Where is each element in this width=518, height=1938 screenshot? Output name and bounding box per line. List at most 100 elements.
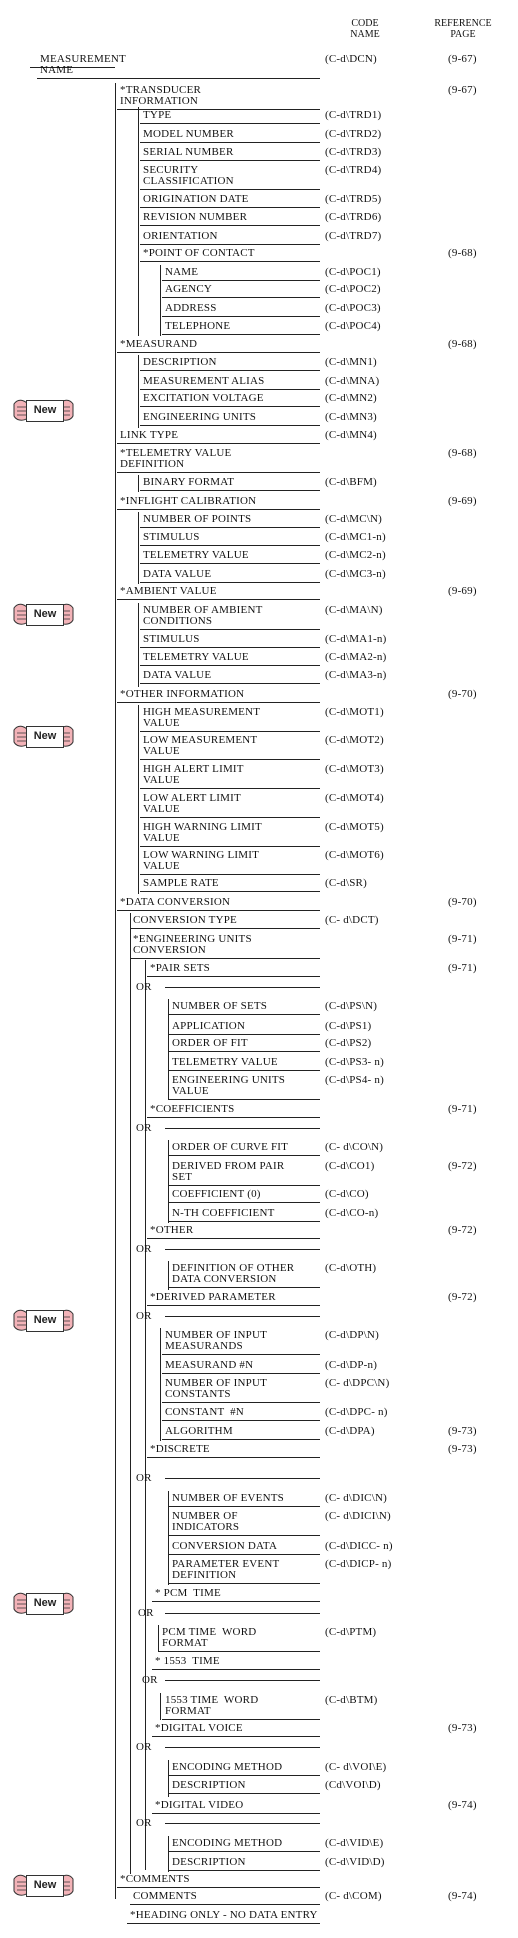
code-name: (C-d\MA3-n) <box>325 669 387 681</box>
code-name: (C-d\TRD1) <box>325 109 382 121</box>
code-name: (C-d\MOT3) <box>325 763 384 775</box>
code-name: (C- d\VOI\E) <box>325 1761 387 1773</box>
row-underline <box>169 1202 320 1203</box>
row-underline <box>117 1887 320 1888</box>
code-name: (C-d\CO-n) <box>325 1207 379 1219</box>
row-underline <box>140 160 320 161</box>
row-underline <box>169 1583 320 1584</box>
code-name: (C-d\PS4- n) <box>325 1074 384 1086</box>
attribute-label: *COEFFICIENTS <box>150 1103 235 1115</box>
code-name: (C-d\MNA) <box>325 375 380 387</box>
attribute-label: DESCRIPTION <box>172 1779 246 1791</box>
code-name: (C-d\MOT4) <box>325 792 384 804</box>
row-underline <box>140 759 320 760</box>
attribute-label: *HEADING ONLY - NO DATA ENTRY <box>130 1909 318 1921</box>
attribute-label: *DATA CONVERSION <box>120 896 231 908</box>
code-name: (C-d\PS\N) <box>325 1000 378 1012</box>
row-underline <box>37 78 320 79</box>
attribute-label: ORIENTATION <box>143 230 218 242</box>
row-underline <box>159 1651 320 1652</box>
row-underline <box>117 599 320 600</box>
row-underline <box>140 123 320 124</box>
attribute-label: *DERIVED PARAMETER <box>150 1291 276 1303</box>
row-underline <box>147 1238 320 1239</box>
attribute-label: DATA VALUE <box>143 568 212 580</box>
code-name: (C-d\POC3) <box>325 302 381 314</box>
attribute-label: *TELEMETRY VALUE DEFINITION <box>120 447 232 470</box>
code-name: (C-d\PS2) <box>325 1037 372 1049</box>
sign-card <box>26 400 64 422</box>
row-underline <box>162 334 320 335</box>
or-separator-line <box>165 1747 320 1748</box>
code-name: (C-d\PTM) <box>325 1626 377 1638</box>
attribute-label: ALGORITHM <box>165 1425 233 1437</box>
tree-branch-line <box>115 83 116 1899</box>
or-separator-line <box>165 1128 320 1129</box>
or-separator-line <box>165 1613 320 1614</box>
reference-page: (9-67) <box>448 84 477 96</box>
attribute-label: SECURITY CLASSIFICATION <box>143 164 234 187</box>
attribute-label: TYPE <box>143 109 172 121</box>
code-name: (C-d\SR) <box>325 877 367 889</box>
or-separator-line <box>165 1249 320 1250</box>
attribute-label: ADDRESS <box>165 302 217 314</box>
row-underline <box>130 958 320 959</box>
attribute-label: NAME <box>165 266 199 278</box>
code-name: (C-d\VID\E) <box>325 1837 384 1849</box>
attribute-label: MEASUREMENT ALIAS <box>143 375 265 387</box>
attribute-label: AGENCY <box>165 283 213 295</box>
code-name: (C-d\TRD6) <box>325 211 382 223</box>
code-name: (C-d\MC1-n) <box>325 531 386 543</box>
attribute-label: *PAIR SETS <box>150 962 210 974</box>
row-underline <box>117 109 320 110</box>
code-name: (C-d\PS3- n) <box>325 1056 384 1068</box>
attribute-label: SAMPLE RATE <box>143 877 219 889</box>
row-underline <box>169 1221 320 1222</box>
attribute-label: TELEMETRY VALUE <box>172 1056 278 1068</box>
row-underline <box>140 846 320 847</box>
attribute-label: *INFLIGHT CALIBRATION <box>120 495 257 507</box>
attribute-label: ENGINEERING UNITS VALUE <box>172 1074 286 1097</box>
tree-branch-line <box>168 1140 169 1223</box>
reference-page: (9-73) <box>448 1425 477 1437</box>
code-name: (C-d\POC2) <box>325 283 381 295</box>
attribute-label: *TRANSDUCER INFORMATION <box>120 84 202 107</box>
attribute-label: ENCODING METHOD <box>172 1837 283 1849</box>
code-name: (C- d\DIC\N) <box>325 1492 387 1504</box>
new-badge: New <box>12 1865 75 1905</box>
attribute-label: LOW WARNING LIMIT VALUE <box>143 849 260 872</box>
row-underline <box>140 244 320 245</box>
tree-branch-line <box>168 1760 169 1797</box>
row-underline <box>169 1155 320 1156</box>
row-underline <box>140 788 320 789</box>
row-underline <box>117 702 320 703</box>
row-underline <box>169 1870 320 1871</box>
code-name: (C-d\DCN) <box>325 53 377 65</box>
attribute-label: COEFFICIENT (0) <box>172 1188 261 1200</box>
row-underline <box>147 1305 320 1306</box>
row-underline <box>169 1070 320 1071</box>
new-label: New <box>33 608 57 620</box>
or-label: OR <box>136 1817 152 1829</box>
code-name: (C-d\POC1) <box>325 266 381 278</box>
row-underline <box>140 817 320 818</box>
code-name: (C-d\PS1) <box>325 1020 372 1032</box>
attribute-label: LOW ALERT LIMIT VALUE <box>143 792 241 815</box>
reference-page: (9-67) <box>448 53 477 65</box>
row-underline <box>169 1535 320 1536</box>
code-name: (C- d\DCT) <box>325 914 379 926</box>
code-name: (C-d\TRD3) <box>325 146 382 158</box>
root-underline <box>30 67 115 68</box>
row-underline <box>140 545 320 546</box>
code-name: (C-d\BTM) <box>325 1694 378 1706</box>
or-label: OR <box>136 981 152 993</box>
new-label: New <box>33 1597 57 1609</box>
attribute-label: REVISION NUMBER <box>143 211 248 223</box>
code-name-header: CODE NAME <box>350 18 380 40</box>
row-underline <box>147 1117 320 1118</box>
attribute-label: DESCRIPTION <box>172 1856 246 1868</box>
code-name: (C-d\CO1) <box>325 1160 375 1172</box>
row-underline <box>140 647 320 648</box>
code-name: (C-d\MOT6) <box>325 849 384 861</box>
